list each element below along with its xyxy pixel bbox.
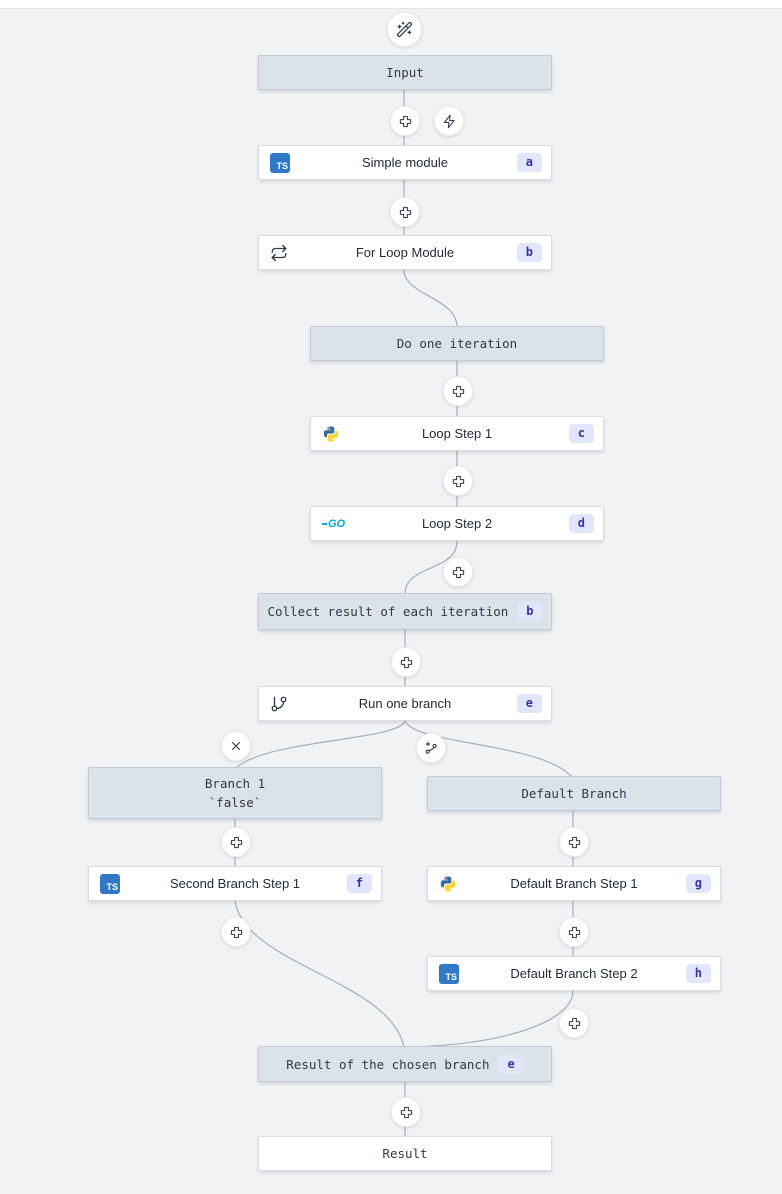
step-id-badge: e [516,694,542,713]
insert-step-button[interactable] [559,1008,589,1038]
node-branch-1[interactable]: Branch 1 `false` [88,767,382,819]
plus-icon [400,656,412,668]
node-loop-step-2[interactable]: GO Loop Step 2 d [310,506,604,541]
python-icon [322,425,340,443]
remove-branch-button[interactable] [221,731,251,761]
insert-step-button[interactable] [391,1097,421,1127]
node-collect-result[interactable]: Collect result of each iteration b [258,593,552,630]
insert-step-button[interactable] [390,197,420,227]
step-id-badge: f [346,874,372,893]
node-label: Loop Step 1 [421,426,493,441]
edge-step2-result [405,990,574,1048]
plus-icon [230,926,242,938]
node-label: For Loop Module [355,245,455,260]
branch-title: Branch 1 [204,775,266,791]
top-divider [0,0,782,9]
node-label: Input [386,65,424,80]
typescript-icon: TS [439,963,459,984]
node-label: Do one iteration [396,336,518,351]
plus-icon [452,385,464,397]
node-label: Run one branch [358,696,452,711]
wand-sparkles-icon [396,21,413,38]
plus-icon [452,566,464,578]
typescript-icon: TS [100,873,120,894]
step-id-badge: b [516,243,542,262]
typescript-icon: TS [270,152,290,173]
zap-icon [443,114,455,128]
insert-step-button[interactable] [559,917,589,947]
edge-run-branch1 [235,720,406,769]
node-second-branch-step-1[interactable]: TS Second Branch Step 1 f [88,866,382,901]
step-id-badge: h [685,964,711,983]
node-do-one-iteration[interactable]: Do one iteration [310,326,604,361]
node-result-of-chosen-branch[interactable]: Result of the chosen branch e [258,1046,552,1082]
insert-step-button[interactable] [443,466,473,496]
step-id-badge: c [568,424,594,443]
node-input[interactable]: Input [258,55,552,90]
node-default-branch[interactable]: Default Branch [427,776,721,811]
node-label: Loop Step 2 [421,516,493,531]
step-id-badge: g [685,874,711,893]
x-icon [231,741,241,751]
node-run-one-branch[interactable]: Run one branch e [258,686,552,721]
node-for-loop-module[interactable]: For Loop Module b [258,235,552,270]
plus-icon [452,475,464,487]
plus-icon [399,206,411,218]
step-id-badge: d [568,514,594,533]
insert-step-button[interactable] [391,647,421,677]
edge-forloop-iteration [403,269,458,328]
node-label: Default Branch Step 1 [510,876,638,891]
insert-step-button[interactable] [390,106,420,136]
python-icon [439,875,457,893]
plus-icon [568,836,580,848]
branch-condition: `false` [208,795,262,810]
insert-step-button[interactable] [221,827,251,857]
go-icon: GO [322,518,345,530]
node-label: Default Branch Step 2 [510,966,638,981]
node-result[interactable]: Result [258,1136,552,1171]
plus-icon [399,115,411,127]
node-label: Result [382,1146,428,1161]
add-branch-button[interactable] [416,733,446,763]
node-loop-step-1[interactable]: Loop Step 1 c [310,416,604,451]
plus-icon [230,836,242,848]
ai-flow-builder-button[interactable] [387,12,422,47]
step-id-badge: a [516,153,542,172]
add-trigger-button[interactable] [434,106,464,136]
insert-step-button[interactable] [559,827,589,857]
plus-icon [568,926,580,938]
node-label: Collect result of each iteration [267,604,509,619]
edge-run-default [404,720,573,778]
insert-step-button[interactable] [443,376,473,406]
step-id-badge: e [498,1054,524,1074]
git-branch-icon [270,695,288,713]
node-simple-module[interactable]: TS Simple module a [258,145,552,180]
node-default-branch-step-2[interactable]: TS Default Branch Step 2 h [427,956,721,991]
edge-loop2-collect [404,540,458,595]
step-id-badge: b [517,602,543,621]
node-default-branch-step-1[interactable]: Default Branch Step 1 g [427,866,721,901]
branch-plus-icon [425,741,437,754]
node-label: Simple module [362,155,448,170]
plus-icon [400,1106,412,1118]
insert-step-button[interactable] [443,557,473,587]
node-label: Default Branch [521,786,627,801]
plus-icon [568,1017,580,1029]
node-label: Result of the chosen branch [286,1056,490,1072]
node-label: Second Branch Step 1 [169,876,301,891]
repeat-icon [270,244,288,262]
edge-secondstep-result [234,900,405,1048]
insert-step-button[interactable] [221,917,251,947]
